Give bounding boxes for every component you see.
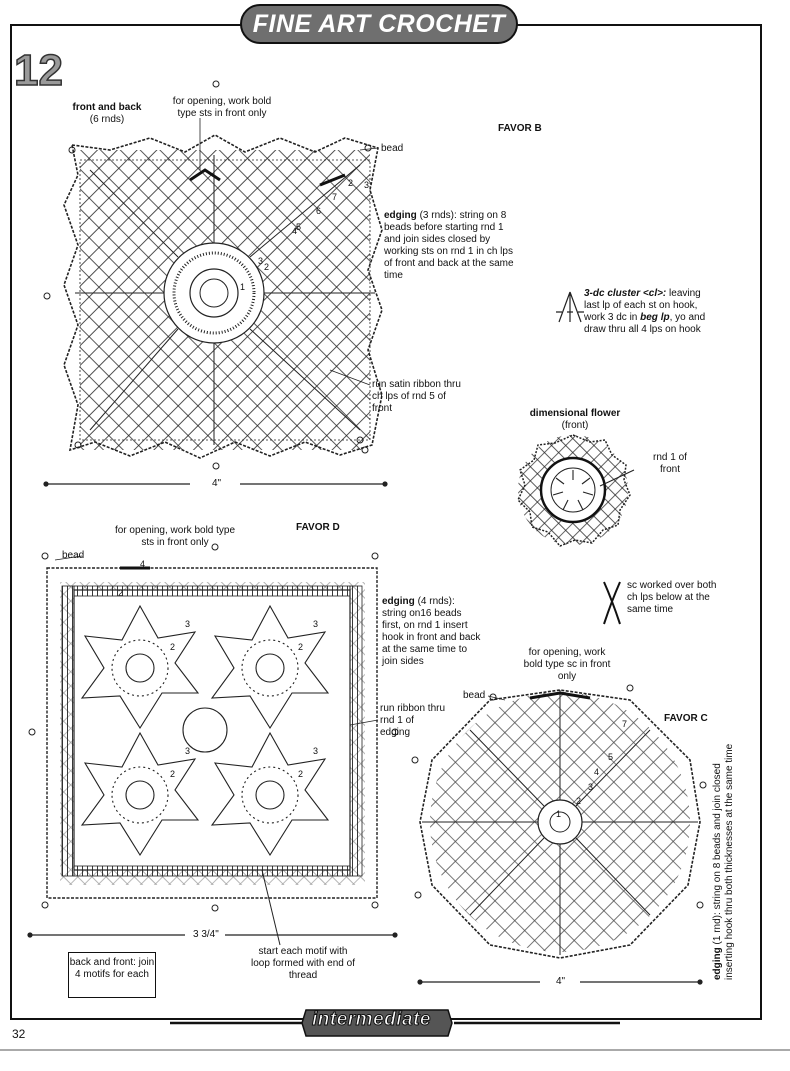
favor-b-title: FAVOR B	[498, 123, 542, 134]
round-number: 1	[556, 809, 561, 819]
round-number: 4	[292, 226, 297, 236]
favor-c-opening-note: for opening, work bold type sc in front …	[523, 647, 611, 682]
cluster-text-2: , yo and draw thru all 4 lps on hook	[584, 312, 706, 335]
round-number: 2	[576, 796, 581, 806]
header-title: FINE ART CROCHET	[252, 9, 506, 38]
favor-d-edging-text: (4 rnds): string on16 beads first, on rn…	[382, 596, 481, 667]
favor-c-edging-note: edging (1 rnd): string on 8 beads and jo…	[712, 740, 736, 980]
round-number: 2	[264, 262, 269, 272]
round-number: 2	[170, 769, 175, 779]
favor-b-edging-note: edging (3 rnds): string on 8 beads befor…	[384, 210, 514, 282]
favor-b-rnds: (6 rnds)	[89, 114, 125, 125]
flower-subtitle: (front)	[561, 420, 589, 431]
favor-c-edging-label: edging	[712, 947, 723, 980]
round-number: 2	[298, 642, 303, 652]
round-number: 2	[348, 178, 353, 188]
favor-b-front-back: front and back	[72, 102, 142, 113]
cluster-symbol	[556, 291, 584, 323]
sc-over-symbol	[603, 581, 621, 625]
favor-c-title: FAVOR C	[664, 713, 708, 724]
favor-c-diagram	[411, 684, 707, 959]
dimensional-flower-diagram	[517, 434, 635, 547]
favor-c-size-line	[417, 979, 703, 985]
flower-rnd-note: rnd 1 of front	[653, 452, 687, 475]
cluster-text-1: leaving last lp of each st on hook, work…	[584, 288, 701, 323]
favor-d-bead-label: bead	[62, 550, 85, 561]
favor-c-edging-text: (1 rnd): string on 8 beads and join clos…	[712, 743, 735, 980]
favor-b-edging-label: edging	[384, 210, 417, 221]
round-number: 3	[258, 256, 263, 266]
round-number: 5	[608, 752, 613, 762]
favor-b-ribbon-note: run satin ribbon thru ch lps of rnd 5 of…	[372, 379, 461, 414]
favor-c-size-label: 4"	[556, 976, 566, 987]
round-number: 2	[170, 642, 175, 652]
bottom-rule	[0, 1009, 790, 1051]
round-number: 2	[118, 588, 123, 598]
favor-b-size-label: 4"	[212, 478, 222, 489]
favor-d-title: FAVOR D	[296, 522, 340, 533]
sc-over-note: sc worked over both ch lps below at the …	[627, 580, 717, 615]
level-badge: intermediate	[312, 1009, 431, 1031]
cluster-label: 3-dc cluster <cl>:	[584, 288, 667, 299]
round-number: 3	[185, 619, 190, 629]
cluster-beg-lp: beg lp	[640, 312, 670, 323]
favor-b-size-line	[43, 481, 388, 487]
round-number: 3	[313, 619, 318, 629]
favor-d-start-note: start each motif with loop formed with e…	[251, 946, 355, 981]
favor-c-bead-label: bead	[463, 690, 486, 701]
round-number: 4	[140, 559, 145, 569]
round-number: 3	[588, 782, 593, 792]
round-number: 7	[332, 192, 337, 202]
favor-b-diagram	[43, 80, 383, 470]
round-number-labels: 1 2 3 4 5 6 7 2 3 4 3 3 2 2 3 3 2 2 2 7 …	[118, 178, 627, 819]
favor-d-size-label: 3 3/4"	[193, 929, 219, 940]
round-number: 6	[316, 206, 321, 216]
favor-b-edging-text: (3 rnds): string on 8 beads before start…	[384, 210, 514, 281]
favor-d-box-note: back and front: join 4 motifs for each	[68, 952, 156, 998]
round-number: 2	[298, 769, 303, 779]
page-number: 32	[12, 1027, 26, 1041]
pattern-number: 12	[13, 45, 63, 96]
round-number: 3	[185, 746, 190, 756]
favor-b-front-back-label: front and back (6 rnds)	[62, 102, 152, 126]
cluster-definition: 3-dc cluster <cl>: leaving last lp of ea…	[584, 288, 712, 336]
favor-b-opening-note: for opening, work bold type sts in front…	[172, 96, 272, 119]
round-number: 3	[313, 746, 318, 756]
favor-d-edging-note: edging (4 rnds): string on16 beads first…	[382, 596, 482, 668]
favor-d-edging-label: edging	[382, 596, 415, 607]
favor-d-ribbon-note: run ribbon thru rnd 1 of edging	[380, 703, 446, 738]
favor-d-diagram	[28, 543, 399, 912]
round-number: 7	[622, 719, 627, 729]
favor-d-size-line	[27, 932, 398, 938]
round-number: 4	[594, 767, 599, 777]
round-number: 5	[296, 222, 301, 232]
round-number: 3	[364, 180, 369, 190]
flower-title: dimensional flower	[529, 408, 621, 419]
leader-lines	[54, 118, 506, 726]
favor-b-bead-label: bead	[381, 143, 404, 154]
header-banner: FINE ART CROCHET	[240, 4, 518, 44]
round-number: 1	[240, 282, 245, 292]
favor-d-opening-note: for opening, work bold type sts in front…	[114, 525, 236, 548]
